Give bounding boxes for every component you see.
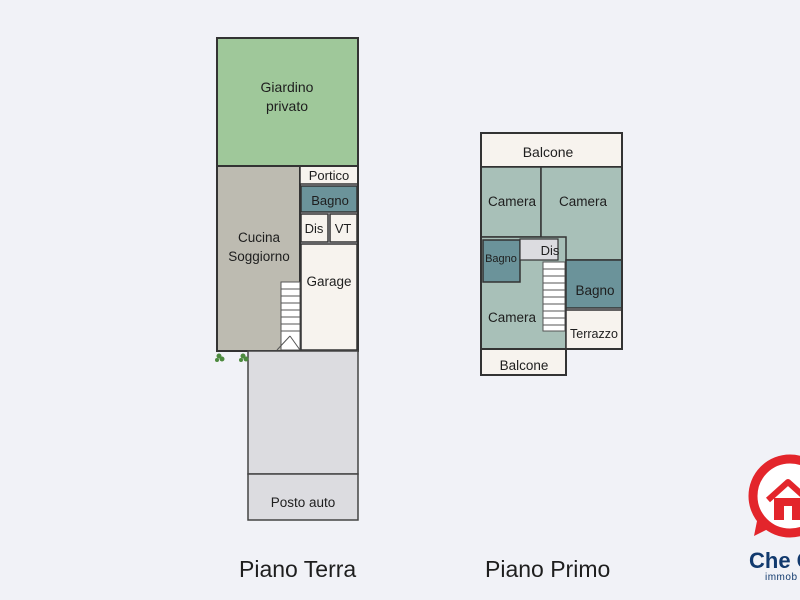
stairs-ground bbox=[276, 281, 301, 351]
label-giardino-line1: Giardino bbox=[261, 79, 314, 95]
room-dis-ground bbox=[300, 213, 329, 243]
logo-tagline: immob bbox=[765, 572, 798, 583]
label-posto-auto: Posto auto bbox=[271, 495, 336, 510]
logo-name: Che C bbox=[749, 548, 800, 573]
label-vt: VT bbox=[335, 221, 352, 236]
label-giardino-line2: privato bbox=[266, 98, 308, 114]
caption-piano-primo: Piano Primo bbox=[485, 556, 611, 582]
label-bagno-ground: Bagno bbox=[311, 193, 349, 208]
label-dis-ground: Dis bbox=[305, 221, 324, 236]
room-camera-1 bbox=[480, 166, 542, 238]
room-bagno-small bbox=[482, 239, 521, 283]
room-balcone-bottom bbox=[480, 348, 567, 376]
room-dis-first bbox=[519, 238, 559, 261]
room-bagno-first bbox=[565, 259, 623, 309]
logo-house-icon bbox=[748, 454, 800, 538]
label-portico: Portico bbox=[309, 168, 349, 183]
stairs-first bbox=[542, 261, 566, 332]
label-balcone-top: Balcone bbox=[523, 144, 574, 160]
caption-piano-terra: Piano Terra bbox=[239, 556, 357, 582]
room-terrazzo bbox=[565, 309, 623, 350]
label-camera-3: Camera bbox=[488, 310, 537, 325]
room-parking-area bbox=[247, 350, 359, 475]
label-camera-1: Camera bbox=[488, 194, 537, 209]
first-floor-plan: Balcone Camera Camera Camera Bagno Dis B… bbox=[480, 132, 623, 376]
ground-floor-plan: Giardino privato Cucina Soggiorno Portic… bbox=[215, 37, 359, 521]
room-vt bbox=[329, 213, 358, 243]
room-garage bbox=[300, 243, 358, 351]
plant-icon bbox=[215, 353, 249, 362]
label-bagno-small: Bagno bbox=[485, 253, 517, 265]
label-camera-2: Camera bbox=[559, 194, 608, 209]
label-dis-first: Dis bbox=[541, 243, 560, 258]
label-garage: Garage bbox=[306, 274, 351, 289]
label-bagno-first: Bagno bbox=[575, 283, 614, 298]
label-balcone-bottom: Balcone bbox=[500, 358, 549, 373]
room-bagno-ground bbox=[300, 185, 358, 213]
label-cucina: Cucina bbox=[238, 230, 281, 245]
label-terrazzo: Terrazzo bbox=[570, 327, 618, 341]
company-logo: Che C immob bbox=[740, 450, 800, 600]
label-soggiorno: Soggiorno bbox=[228, 249, 290, 264]
room-giardino bbox=[216, 37, 359, 167]
room-posto-auto bbox=[247, 473, 359, 521]
